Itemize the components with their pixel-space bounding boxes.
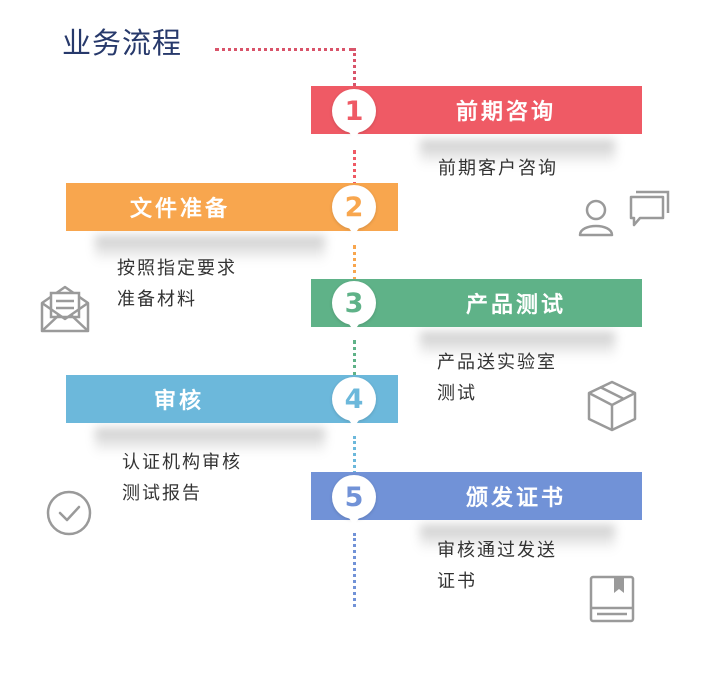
timeline-segment [353,48,356,86]
timeline-segment [353,245,356,281]
step-1-description-line-1: 前期客户咨询 [438,158,558,179]
step-5-description-line-1: 审核通过发送 [437,540,557,561]
step-4-label: 审核 [154,389,205,414]
step-2-badge: 2 [332,185,376,235]
step-2-description-line-1: 按照指定要求 [117,258,237,279]
step-3-description-line-1: 产品送实验室 [437,352,557,373]
timeline-segment [353,340,356,376]
step-5-badge: 5 [332,475,376,525]
step-3-label: 产品测试 [466,293,567,318]
step-5-description: 审核通过发送 证书 [437,535,557,597]
person-chat-icon [578,190,670,237]
step-2-label: 文件准备 [130,197,231,222]
step-4-description: 认证机构审核 测试报告 [122,447,242,509]
book-icon [589,575,635,623]
page-title: 业务流程 [62,26,183,60]
timeline-segment [353,436,356,474]
title-connector [215,48,353,51]
bar-shadow [420,525,615,551]
step-4-description-line-2: 测试报告 [122,483,202,504]
timeline-segment [353,150,356,186]
step-2-description-line-2: 准备材料 [117,289,197,310]
step-5-label: 颁发证书 [466,486,567,511]
envelope-icon [40,285,90,333]
bar-shadow [95,428,325,454]
step-1-badge: 1 [332,89,376,139]
step-3-badge: 3 [332,281,376,331]
step-2-description: 按照指定要求 准备材料 [117,253,237,315]
check-circle-icon [46,490,92,536]
step-4-description-line-1: 认证机构审核 [122,452,242,473]
step-3-description-line-2: 测试 [437,383,477,404]
step-1-label: 前期咨询 [456,100,557,125]
bar-shadow [420,332,615,358]
step-3-description: 产品送实验室 测试 [437,347,557,409]
timeline-segment [353,533,356,607]
box-icon [587,380,637,432]
bar-shadow [420,140,615,166]
step-5-description-line-2: 证书 [437,571,477,592]
step-4-badge: 4 [332,377,376,427]
bar-shadow [95,236,325,262]
step-1-description: 前期客户咨询 [438,153,558,184]
